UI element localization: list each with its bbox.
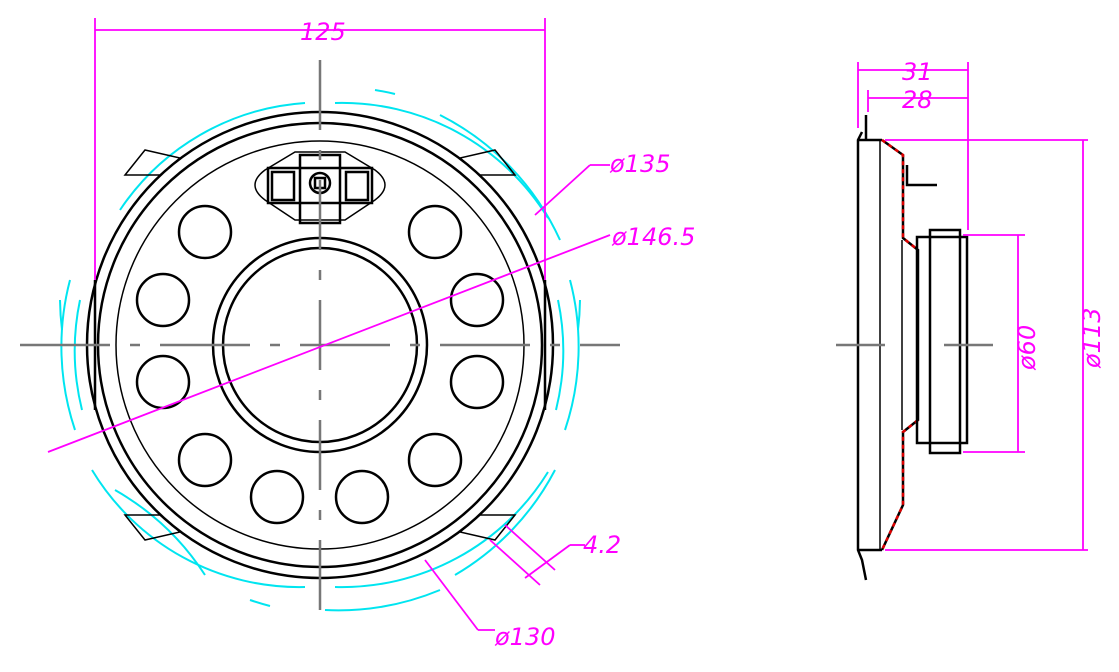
dim-dia-146-5: ø146.5 <box>611 223 695 251</box>
dim-width: 125 <box>300 18 346 46</box>
mounting-tabs <box>123 149 517 541</box>
dim-dia-135: ø135 <box>609 150 671 178</box>
side-view: 31 28 ø113 ø60 <box>836 58 1106 581</box>
dim-dia-113: ø113 <box>1078 308 1106 370</box>
dim-depth-body: 28 <box>902 86 933 114</box>
dim-depth-total: 31 <box>902 58 933 86</box>
front-view: 125 ø135 ø146.5 ø130 4.2 <box>20 18 695 651</box>
cyan-mounting-arcs <box>59 89 581 612</box>
vent-holes <box>135 204 505 525</box>
centerlines <box>20 60 620 630</box>
dim-dia-130: ø130 <box>494 623 556 651</box>
magnet <box>928 228 962 455</box>
front-dimensions: 125 ø135 ø146.5 ø130 4.2 <box>47 18 695 651</box>
dim-dia-60: ø60 <box>1013 325 1041 371</box>
dim-slot: 4.2 <box>583 531 621 559</box>
side-dimensions: 31 28 ø113 ø60 <box>857 58 1106 551</box>
magnet-plate <box>915 235 969 445</box>
